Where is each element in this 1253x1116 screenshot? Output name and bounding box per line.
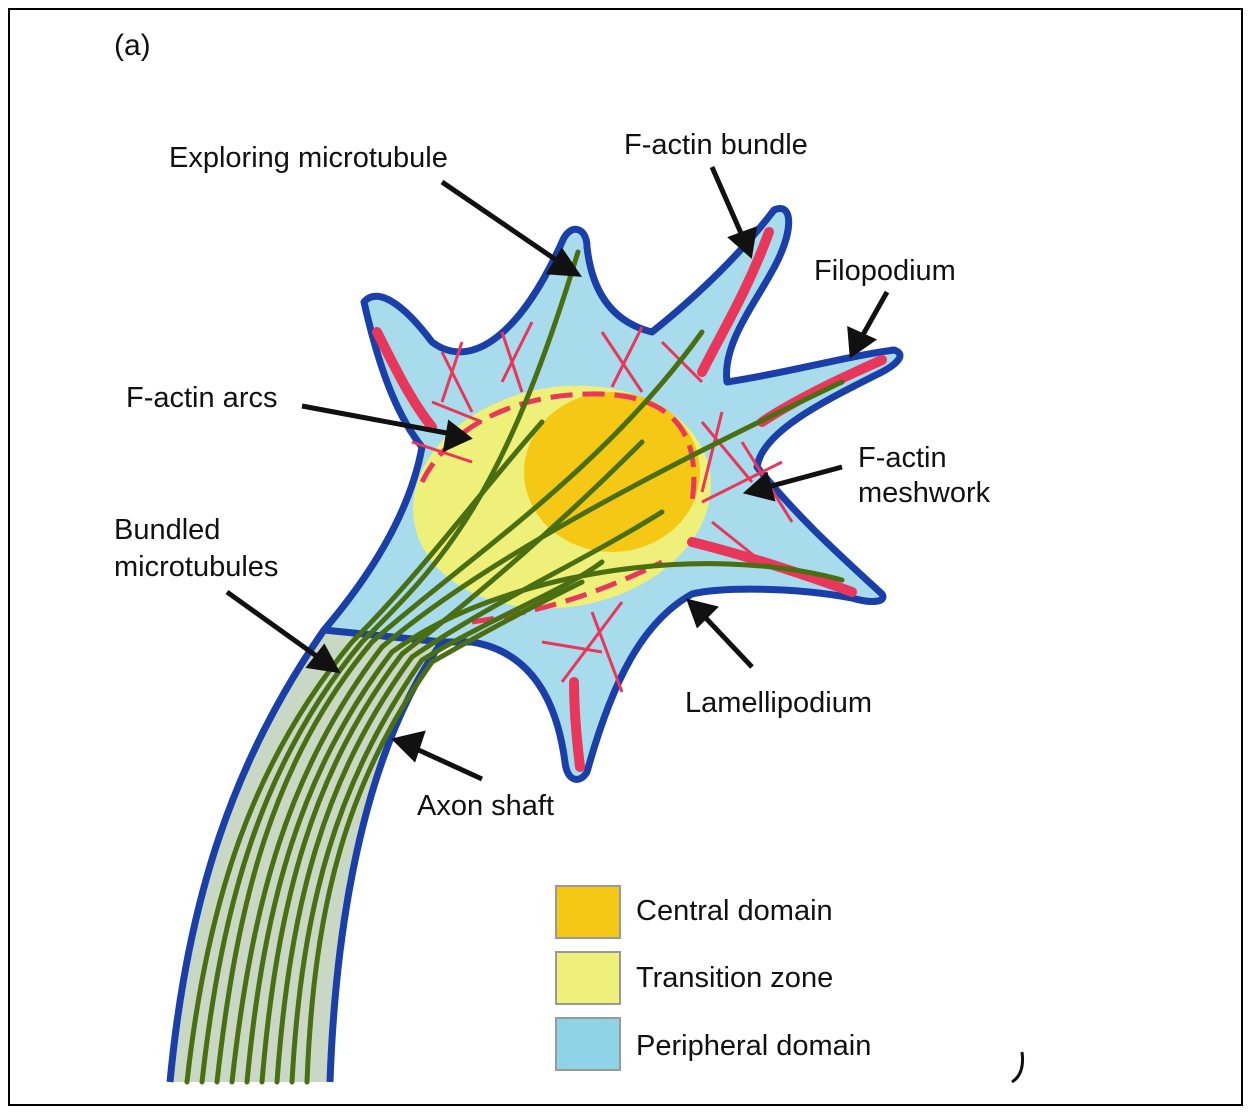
- legend-label-central: Central domain: [636, 895, 833, 927]
- label-f-actin-arcs: F-actin arcs: [126, 382, 277, 414]
- label-axon-shaft: Axon shaft: [417, 790, 554, 822]
- legend-swatch-transition: [556, 952, 620, 1004]
- label-f-actin-meshwork-line2: meshwork: [858, 477, 991, 509]
- label-lamellipodium: Lamellipodium: [685, 687, 872, 719]
- panel-label: (a): [114, 29, 151, 62]
- label-filopodium: Filopodium: [814, 255, 956, 287]
- legend-swatch-peripheral: [556, 1018, 620, 1070]
- label-f-actin-bundle: F-actin bundle: [624, 129, 808, 161]
- legend: Central domain Transition zone Periphera…: [556, 886, 871, 1070]
- arrow-exploring-microtubule: [442, 182, 577, 274]
- arrow-lamellipodium: [690, 602, 752, 667]
- growth-cone-diagram: (a) Exploring microtubule F-actin bundle…: [10, 10, 1245, 1108]
- arrow-f-actin-bundle: [712, 167, 754, 254]
- corner-mark: [1012, 1052, 1023, 1082]
- label-bundled-microtubules-line2: microtubules: [114, 551, 278, 583]
- label-exploring-microtubule: Exploring microtubule: [169, 142, 448, 174]
- legend-label-peripheral: Peripheral domain: [636, 1030, 871, 1062]
- legend-swatch-central: [556, 886, 620, 938]
- label-f-actin-meshwork-line1: F-actin: [858, 442, 947, 474]
- label-bundled-microtubules-line1: Bundled: [114, 514, 220, 546]
- arrow-filopodium: [850, 292, 887, 354]
- legend-label-transition: Transition zone: [636, 962, 833, 994]
- figure-frame: (a) Exploring microtubule F-actin bundle…: [8, 8, 1243, 1106]
- f-actin-bundle-5: [574, 682, 580, 767]
- arrow-axon-shaft: [396, 734, 482, 779]
